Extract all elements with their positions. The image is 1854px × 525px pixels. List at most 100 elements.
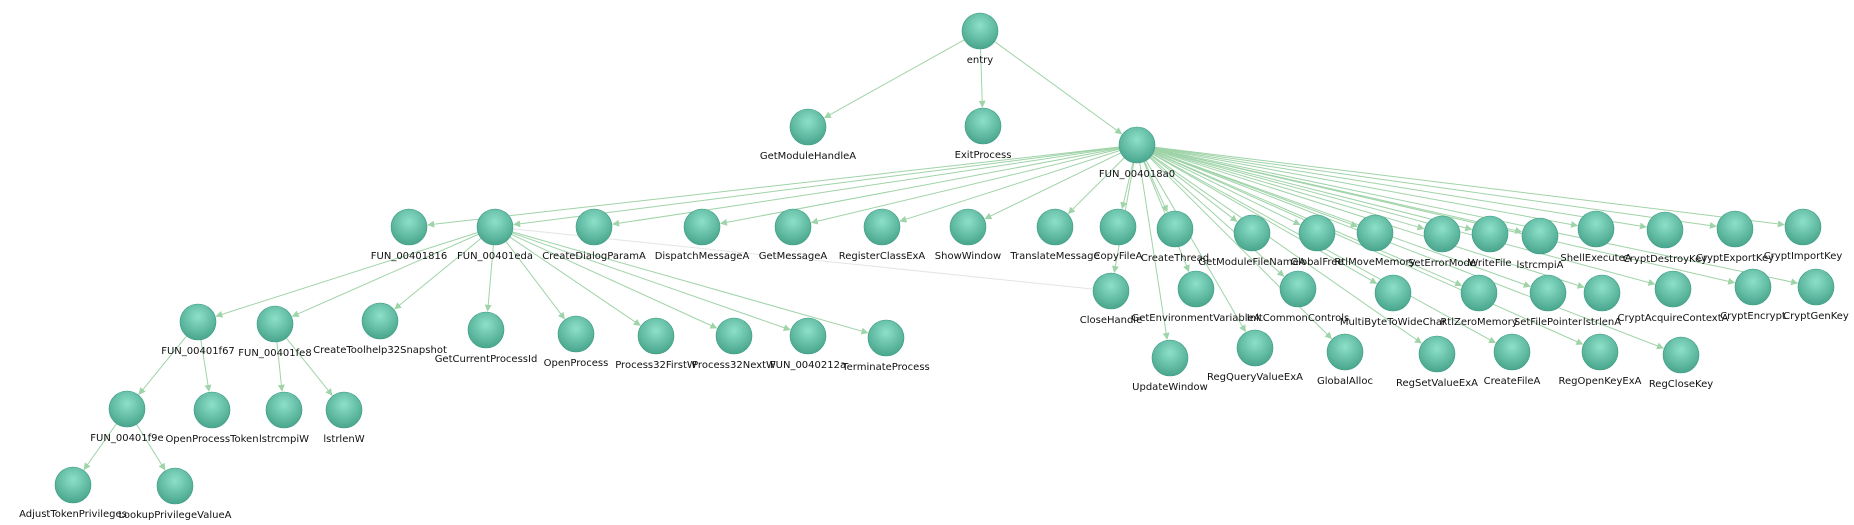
node-circle[interactable] <box>193 391 231 429</box>
node-circle[interactable] <box>256 305 294 343</box>
node-circle[interactable] <box>265 391 303 429</box>
node-translatemessage[interactable]: TranslateMessage <box>1009 208 1100 262</box>
node-circle[interactable] <box>1233 214 1271 252</box>
node-createdialogparama[interactable]: CreateDialogParamA <box>542 208 646 262</box>
node-globalfree[interactable]: GlobalFree <box>1290 214 1344 268</box>
node-circle[interactable] <box>1326 333 1364 371</box>
node-fun_00401f9e[interactable]: FUN_00401f9e <box>90 390 164 444</box>
node-circle[interactable] <box>1734 268 1772 306</box>
node-fun_00401eda[interactable]: FUN_00401eda <box>457 208 533 262</box>
node-circle[interactable] <box>476 208 514 246</box>
node-seterrormode[interactable]: SetErrorMode <box>1408 215 1476 269</box>
node-circle[interactable] <box>1418 335 1456 373</box>
node-circle[interactable] <box>1529 274 1567 312</box>
node-setfilepointer[interactable]: SetFilePointer <box>1514 274 1583 328</box>
node-circle[interactable] <box>1177 270 1215 308</box>
node-circle[interactable] <box>361 302 399 340</box>
node-circle[interactable] <box>108 390 146 428</box>
node-cryptexportkey[interactable]: CryptExportKey <box>1696 210 1774 264</box>
node-circle[interactable] <box>1460 274 1498 312</box>
node-circle[interactable] <box>1374 274 1412 312</box>
node-lookupprivilegevaluea[interactable]: LookupPrivilegeValueA <box>119 467 232 521</box>
node-process32nextw[interactable]: Process32NextW <box>692 317 776 371</box>
node-process32firstw[interactable]: Process32FirstW <box>615 317 697 371</box>
node-circle[interactable] <box>1099 208 1137 246</box>
node-circle[interactable] <box>1583 274 1621 312</box>
node-circle[interactable] <box>1797 268 1835 306</box>
node-entry[interactable]: entry <box>961 12 999 66</box>
node-circle[interactable] <box>964 107 1002 145</box>
node-multibytetowidechar[interactable]: MultiByteToWideChar <box>1340 274 1447 328</box>
node-circle[interactable] <box>1662 336 1700 374</box>
node-getenvironmentvariablea[interactable]: GetEnvironmentVariableA <box>1131 270 1261 324</box>
node-fun_00401816[interactable]: FUN_00401816 <box>371 208 447 262</box>
node-closehandle[interactable]: CloseHandle <box>1080 272 1143 326</box>
node-circle[interactable] <box>1423 215 1461 253</box>
node-circle[interactable] <box>156 467 194 505</box>
node-circle[interactable] <box>867 319 905 357</box>
node-circle[interactable] <box>1092 272 1130 310</box>
node-lstrcmpiw[interactable]: lstrcmpiW <box>259 391 309 445</box>
node-fun_0040212a[interactable]: FUN_0040212a <box>770 317 846 371</box>
node-circle[interactable] <box>1577 210 1615 248</box>
node-circle[interactable] <box>1646 211 1684 249</box>
node-regqueryvalueexa[interactable]: RegQueryValueExA <box>1207 329 1303 383</box>
node-updatewindow[interactable]: UpdateWindow <box>1132 339 1208 393</box>
node-circle[interactable] <box>1493 333 1531 371</box>
node-regopenkeyexa[interactable]: RegOpenKeyExA <box>1559 333 1642 387</box>
node-circle[interactable] <box>1784 208 1822 246</box>
node-adjusttokenprivileges[interactable]: AdjustTokenPrivileges <box>19 466 127 520</box>
node-circle[interactable] <box>54 466 92 504</box>
node-circle[interactable] <box>683 208 721 246</box>
node-circle[interactable] <box>325 391 363 429</box>
node-showwindow[interactable]: ShowWindow <box>935 208 1001 262</box>
node-initcommoncontrols[interactable]: InitCommonControls <box>1247 270 1349 324</box>
node-getmodulehandlea[interactable]: GetModuleHandleA <box>760 108 856 162</box>
node-createthread[interactable]: CreateThread <box>1141 210 1209 264</box>
node-circle[interactable] <box>1654 270 1692 308</box>
node-circle[interactable] <box>1036 208 1074 246</box>
node-circle[interactable] <box>179 303 217 341</box>
node-lstrcmpia[interactable]: lstrcmpiA <box>1516 217 1564 271</box>
node-cryptencrypt[interactable]: CryptEncrypt <box>1720 268 1786 322</box>
node-circle[interactable] <box>1356 214 1394 252</box>
node-registerclassexa[interactable]: RegisterClassExA <box>839 208 926 262</box>
node-circle[interactable] <box>575 208 613 246</box>
node-cryptgenkey[interactable]: CryptGenKey <box>1783 268 1849 322</box>
node-circle[interactable] <box>1298 214 1336 252</box>
node-circle[interactable] <box>949 208 987 246</box>
node-lstrlenw[interactable]: lstrlenW <box>323 391 365 445</box>
node-circle[interactable] <box>1471 215 1509 253</box>
node-lstrlena[interactable]: lstrlenA <box>1583 274 1621 328</box>
node-circle[interactable] <box>1521 217 1559 255</box>
node-createfilea[interactable]: CreateFileA <box>1484 333 1541 387</box>
node-circle[interactable] <box>1716 210 1754 248</box>
node-circle[interactable] <box>789 317 827 355</box>
node-circle[interactable] <box>863 208 901 246</box>
node-dispatchmessagea[interactable]: DispatchMessageA <box>655 208 750 262</box>
node-circle[interactable] <box>1581 333 1619 371</box>
node-circle[interactable] <box>789 108 827 146</box>
node-globalalloc[interactable]: GlobalAlloc <box>1317 333 1373 387</box>
node-writefile[interactable]: WriteFile <box>1468 215 1512 269</box>
node-copyfilea[interactable]: CopyFileA <box>1094 208 1143 262</box>
node-circle[interactable] <box>467 311 505 349</box>
node-circle[interactable] <box>1151 339 1189 377</box>
node-getmodulefilenamea[interactable]: GetModuleFileNameA <box>1198 214 1306 268</box>
node-rtlzeromemory[interactable]: RtlZeroMemory <box>1440 274 1518 328</box>
node-circle[interactable] <box>1118 126 1156 164</box>
node-circle[interactable] <box>961 12 999 50</box>
node-circle[interactable] <box>390 208 428 246</box>
node-regsetvalueexa[interactable]: RegSetValueExA <box>1396 335 1478 389</box>
node-circle[interactable] <box>1156 210 1194 248</box>
node-shellexecutea[interactable]: ShellExecuteA <box>1560 210 1632 264</box>
node-getmessagea[interactable]: GetMessageA <box>759 208 828 262</box>
node-regclosekey[interactable]: RegCloseKey <box>1649 336 1713 390</box>
node-fun_00401f67[interactable]: FUN_00401f67 <box>161 303 235 357</box>
node-circle[interactable] <box>715 317 753 355</box>
node-circle[interactable] <box>637 317 675 355</box>
node-cryptimportkey[interactable]: CryptImportKey <box>1764 208 1843 262</box>
node-circle[interactable] <box>557 315 595 353</box>
node-cryptdestroykey[interactable]: CryptDestroyKey <box>1623 211 1707 265</box>
